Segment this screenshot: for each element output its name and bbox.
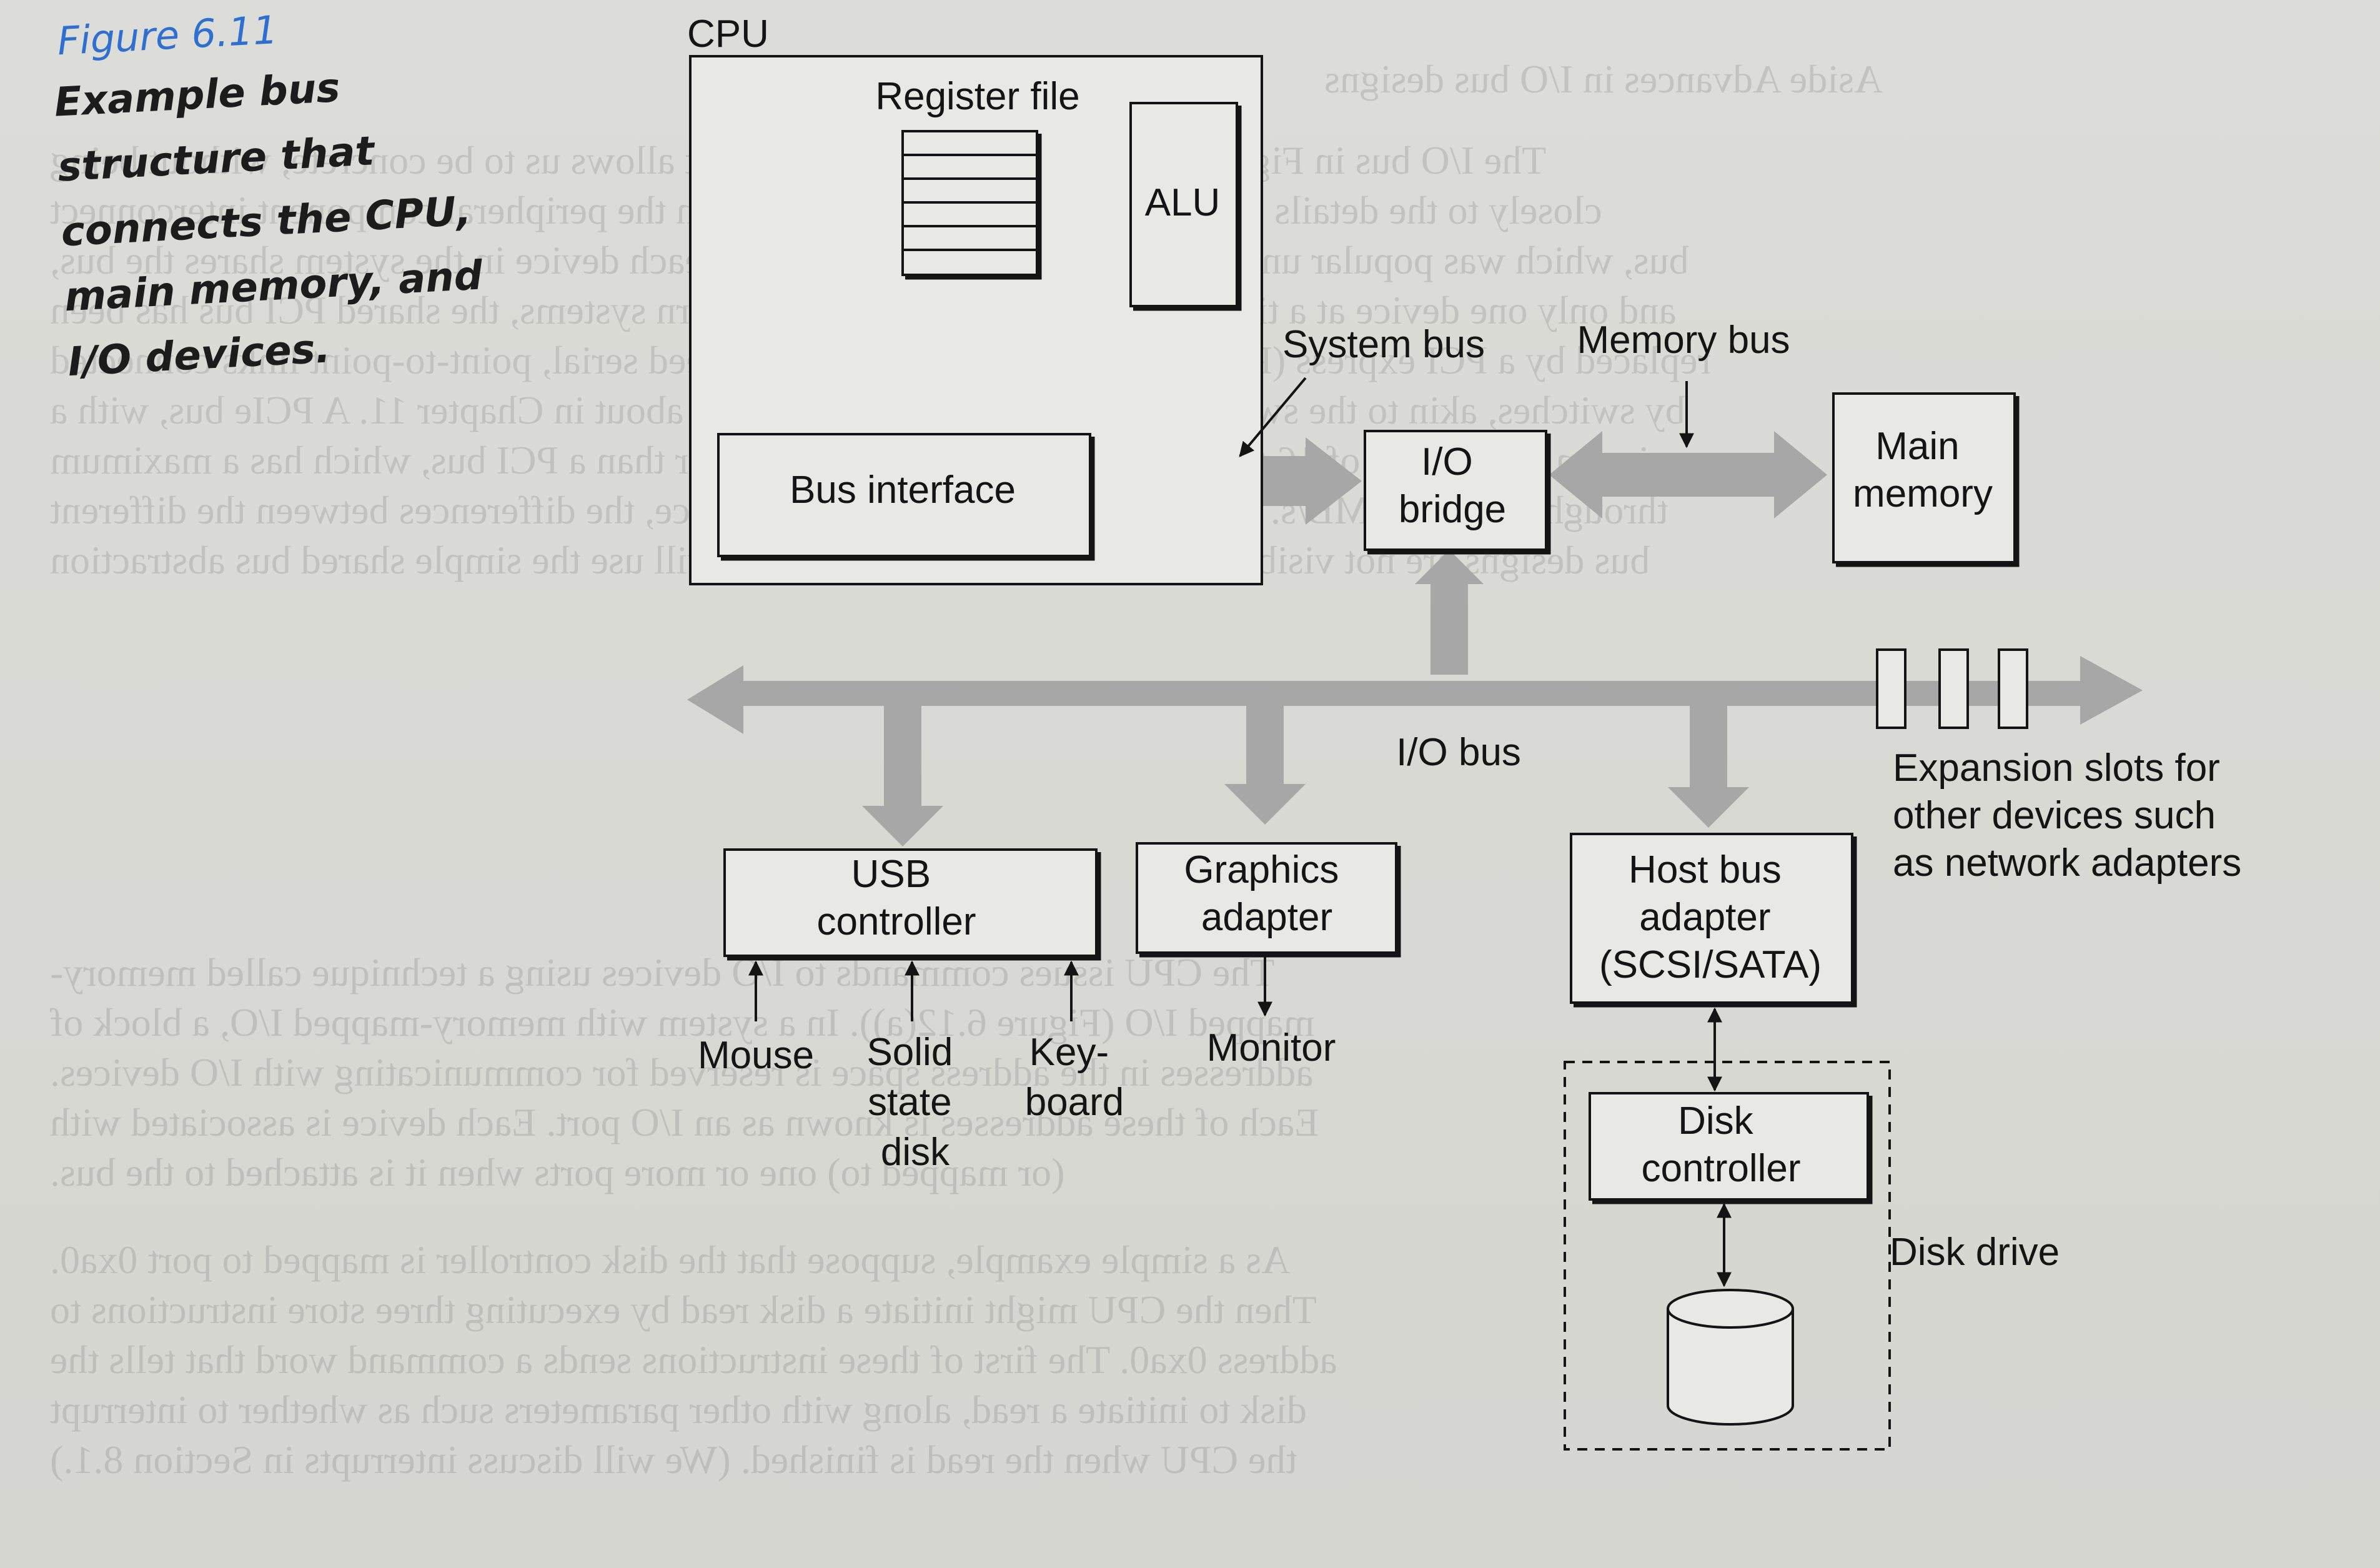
keyboard-label-line1: Key- (1029, 1031, 1109, 1074)
usb-label-line2: controller (817, 900, 976, 943)
alu-label: ALU (1145, 181, 1221, 224)
expansion-label-line3: as network adapters (1893, 841, 2241, 885)
io-bridge-label-line1: I/O (1421, 440, 1473, 484)
bus-interface-label: Bus interface (790, 469, 1016, 512)
graphics-adapter-label: Graphics adapter (1184, 848, 1349, 939)
expansion-label-line2: other devices such (1893, 794, 2216, 837)
ssd-label-line2: state (868, 1081, 951, 1124)
host-bus-adapter-box (1570, 833, 1853, 1004)
ssd-label-line3: disk (881, 1131, 950, 1174)
main-memory-box (1832, 392, 2016, 563)
register-file-grid (901, 130, 1042, 280)
keyboard-label: Key- board (1025, 1031, 1124, 1124)
memory-bus-label: Memory bus (1577, 319, 1790, 362)
host-bus-label-line2: adapter (1639, 896, 1770, 939)
host-bus-label-line3: (SCSI/SATA) (1599, 943, 1822, 986)
graphics-label-line1: Graphics (1184, 848, 1339, 891)
disk-controller-label-line2: controller (1642, 1147, 1801, 1190)
disk-controller-box (1589, 1092, 1869, 1201)
cpu-label: CPU (687, 12, 769, 56)
usb-label-line1: USB (851, 853, 931, 896)
io-bridge-label-line2: bridge (1399, 488, 1506, 531)
usb-controller-box (723, 848, 1098, 957)
io-bus-to-usb-arrow (862, 706, 943, 846)
expansion-slots (1876, 648, 2028, 729)
mouse-label: Mouse (698, 1034, 814, 1077)
bus-interface-box (717, 433, 1091, 557)
register-file-label: Register file (875, 75, 1079, 118)
disk-controller-label: Disk controller (1642, 1099, 1801, 1190)
system-bus-pointer (1239, 377, 1307, 457)
io-bridge-box (1364, 430, 1547, 551)
usb-controller-label: USB controller (817, 853, 976, 943)
monitor-label: Monitor (1207, 1026, 1336, 1069)
io-bridge-label: I/O bridge (1399, 440, 1506, 531)
io-bus-label: I/O bus (1396, 731, 1521, 774)
memory-bus (1549, 431, 1827, 519)
io-bus-to-graphics-arrow (1224, 706, 1306, 825)
graphics-adapter-box (1136, 842, 1397, 954)
io-bus (687, 656, 2143, 734)
disk-controller-label-line1: Disk (1678, 1099, 1754, 1143)
main-memory-label-line1: Main (1875, 425, 1959, 468)
disk-cylinder (1667, 1289, 1794, 1426)
main-memory-label-line2: memory (1853, 472, 1993, 515)
host-bus-label-line1: Host bus (1629, 848, 1782, 891)
alu-box (1129, 102, 1238, 307)
system-bus-label: System bus (1282, 323, 1485, 366)
expansion-label-line1: Expansion slots for (1893, 747, 2220, 790)
ssd-label-line1: Solid (866, 1031, 953, 1074)
expansion-slots-label: Expansion slots for other devices such a… (1893, 747, 2241, 885)
bridge-io-bus-connector (1415, 550, 1484, 675)
host-bus-adapter-label: Host bus adapter (SCSI/SATA) (1599, 848, 1822, 986)
ssd-label: Solid state disk (866, 1031, 963, 1174)
graphics-label-line2: adapter (1201, 896, 1332, 939)
disk-drive-enclosure (1564, 1061, 1891, 1451)
keyboard-label-line2: board (1025, 1081, 1124, 1124)
io-bus-to-host-bus-arrow (1668, 706, 1749, 828)
disk-drive-label: Disk drive (1890, 1231, 2060, 1274)
main-memory-label: Main memory (1853, 425, 1993, 515)
